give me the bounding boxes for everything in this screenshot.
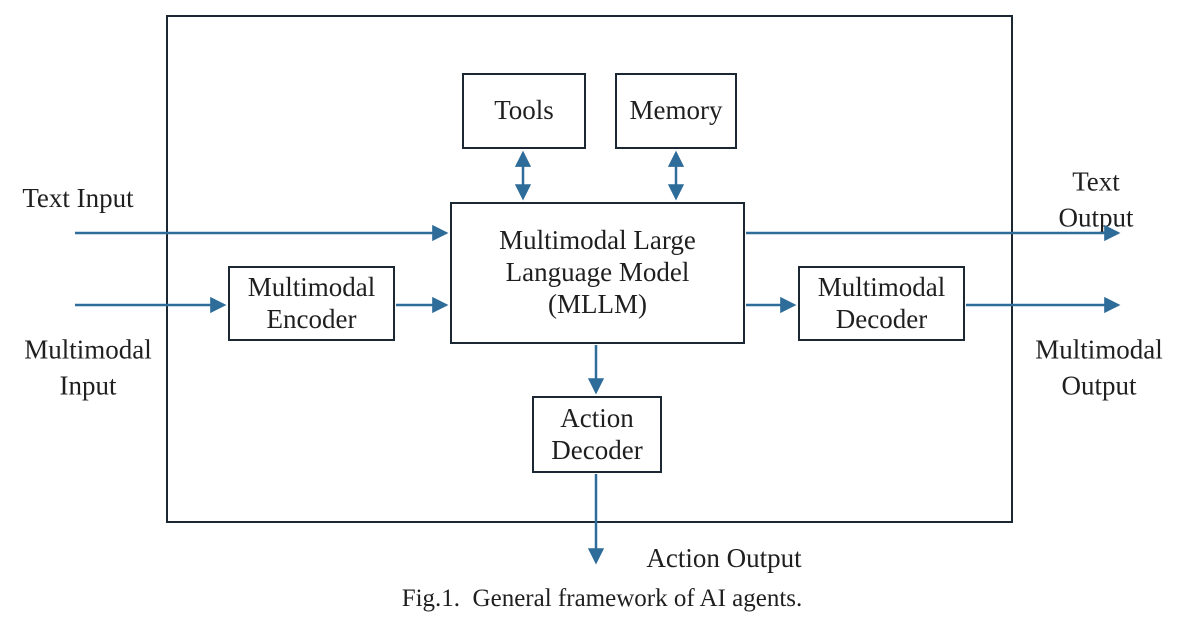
multimodal-decoder-box-label: Multimodal Decoder bbox=[817, 271, 946, 334]
action-decoder-box: Action Decoder bbox=[532, 396, 662, 473]
tools-box: Tools bbox=[462, 73, 586, 149]
multimodal-input-label: Multimodal Input bbox=[24, 334, 152, 401]
multimodal-output-label: Multimodal Output bbox=[1035, 334, 1163, 401]
multimodal-encoder-box: Multimodal Encoder bbox=[228, 266, 395, 341]
mllm-box-label: Multimodal Large Language Model (MLLM) bbox=[499, 225, 696, 319]
memory-box: Memory bbox=[615, 73, 737, 149]
action-output-label: Action Output bbox=[646, 542, 802, 573]
mllm-box: Multimodal Large Language Model (MLLM) bbox=[450, 202, 745, 344]
text-input-label: Text Input bbox=[22, 182, 134, 213]
text-output-label: Text Output bbox=[1058, 166, 1134, 233]
multimodal-decoder-box: Multimodal Decoder bbox=[798, 266, 965, 341]
tools-box-label: Tools bbox=[494, 95, 554, 126]
multimodal-encoder-box-label: Multimodal Encoder bbox=[247, 271, 376, 334]
action-decoder-box-label: Action Decoder bbox=[551, 402, 643, 465]
agent-boundary-frame bbox=[166, 15, 1013, 523]
memory-box-label: Memory bbox=[629, 95, 723, 126]
figure-caption: Fig.1. General framework of AI agents. bbox=[401, 585, 803, 612]
